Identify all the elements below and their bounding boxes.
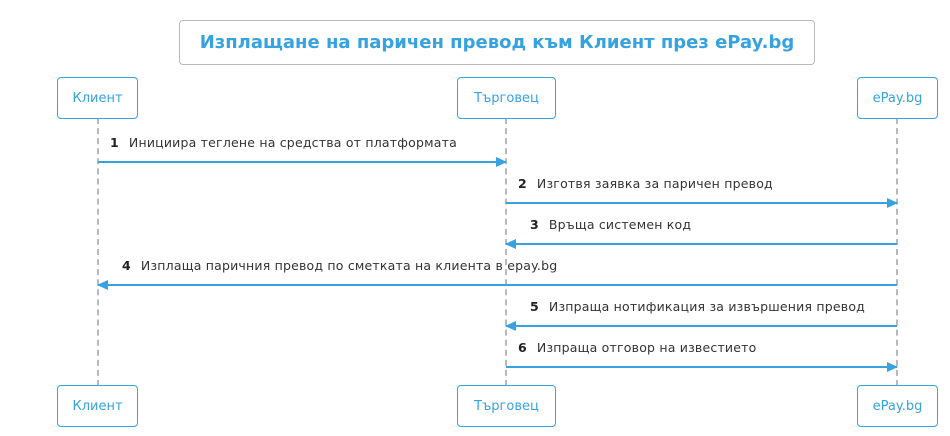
lifeline-merchant [505, 118, 507, 386]
participant-merchant-top: Търговец [457, 77, 556, 119]
message-5-arrowhead [505, 321, 516, 331]
message-2-text: Изготвя заявка за паричен превод [536, 176, 773, 191]
message-3: 3 Връща системен код [505, 217, 897, 249]
lifeline-epay [896, 118, 898, 386]
message-1: 1 Инициира теглене на средства от платфор… [98, 135, 507, 167]
message-6-text: Изпраща отговор на известието [536, 340, 757, 355]
message-3-arrowhead [505, 239, 516, 249]
message-5-number: 5 [530, 299, 539, 314]
message-3-number: 3 [530, 217, 539, 232]
message-6-line [506, 366, 897, 368]
diagram-title: Изплащане на паричен превод към Клиент п… [179, 20, 815, 65]
message-6: 6 Изпраща отговор на известието [506, 340, 898, 372]
participant-client-bottom: Клиент [57, 385, 138, 427]
message-1-line [98, 161, 506, 163]
message-4-text: Изплаща паричния превод по сметката на к… [140, 258, 558, 273]
participant-merchant-bottom: Търговец [457, 385, 556, 427]
message-5-text: Изпраща нотификация за извършения превод [548, 299, 866, 314]
message-1-text: Инициира теглене на средства от платформ… [128, 135, 457, 150]
message-4-arrowhead [97, 280, 108, 290]
message-4-line [98, 284, 897, 286]
message-2-arrowhead [887, 198, 898, 208]
message-4-number: 4 [122, 258, 131, 273]
message-3-line [506, 243, 897, 245]
participant-client-top: Клиент [57, 77, 138, 119]
message-2-line [506, 202, 897, 204]
message-1-label: 1 Инициира теглене на средства от платфор… [110, 135, 457, 150]
message-1-number: 1 [110, 135, 119, 150]
message-5-label: 5 Изпраща нотификация за извършения прево… [530, 299, 865, 314]
participant-epay-bottom: ePay.bg [857, 385, 938, 427]
lifeline-client [97, 118, 99, 386]
participant-epay-top: ePay.bg [857, 77, 938, 119]
message-5: 5 Изпраща нотификация за извършения прево… [505, 299, 897, 331]
message-1-arrowhead [496, 157, 507, 167]
message-6-arrowhead [887, 362, 898, 372]
message-3-label: 3 Връща системен код [530, 217, 691, 232]
message-3-text: Връща системен код [548, 217, 692, 232]
message-6-label: 6 Изпраща отговор на известието [518, 340, 756, 355]
message-2-label: 2 Изготвя заявка за паричен превод [518, 176, 773, 191]
message-4-label: 4 Изплаща паричния превод по сметката на … [122, 258, 557, 273]
message-6-number: 6 [518, 340, 527, 355]
message-5-line [506, 325, 897, 327]
message-2-number: 2 [518, 176, 527, 191]
message-2: 2 Изготвя заявка за паричен превод [506, 176, 898, 208]
message-4: 4 Изплаща паричния превод по сметката на … [97, 258, 897, 290]
